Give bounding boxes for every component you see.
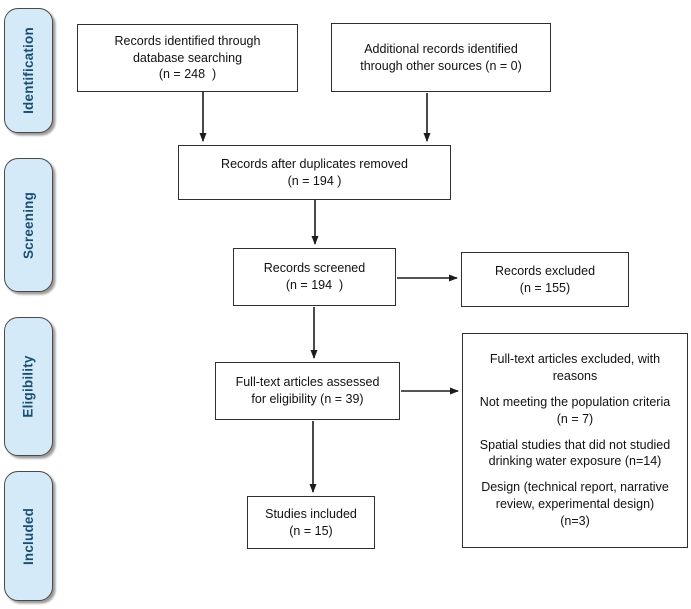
stage-included-label: Included [21,507,37,565]
stage-included: Included [4,471,53,601]
fulltext-excluded-reason-design: Design (technical report, narrative revi… [481,480,669,529]
box-records-screened: Records screened (n = 194 ) [233,248,396,306]
box-additional-records: Additional records identified through ot… [331,23,551,92]
stage-eligibility-label: Eligibility [21,355,36,418]
fulltext-excluded-reason-population: Not meeting the population criteria (n =… [479,394,671,426]
box-records-identified: Records identified through database sear… [77,24,298,92]
stage-screening: Screening [4,158,53,292]
stage-identification: Identification [4,8,53,133]
stage-eligibility: Eligibility [4,317,53,456]
box-fulltext-excluded: Full-text articles excluded, with reason… [462,333,688,548]
box-duplicates-removed: Records after duplicates removed (n = 19… [178,145,451,200]
box-fulltext-assessed: Full-text articles assessed for eligibil… [215,362,400,420]
stage-identification-label: Identification [21,27,36,114]
box-records-excluded: Records excluded (n = 155) [461,252,629,307]
box-studies-included: Studies included (n = 15) [247,496,375,549]
fulltext-excluded-heading: Full-text articles excluded, with reason… [489,352,661,383]
stage-screening-label: Screening [21,191,37,259]
fulltext-excluded-reason-spatial: Spatial studies that did not studied dri… [479,437,671,469]
